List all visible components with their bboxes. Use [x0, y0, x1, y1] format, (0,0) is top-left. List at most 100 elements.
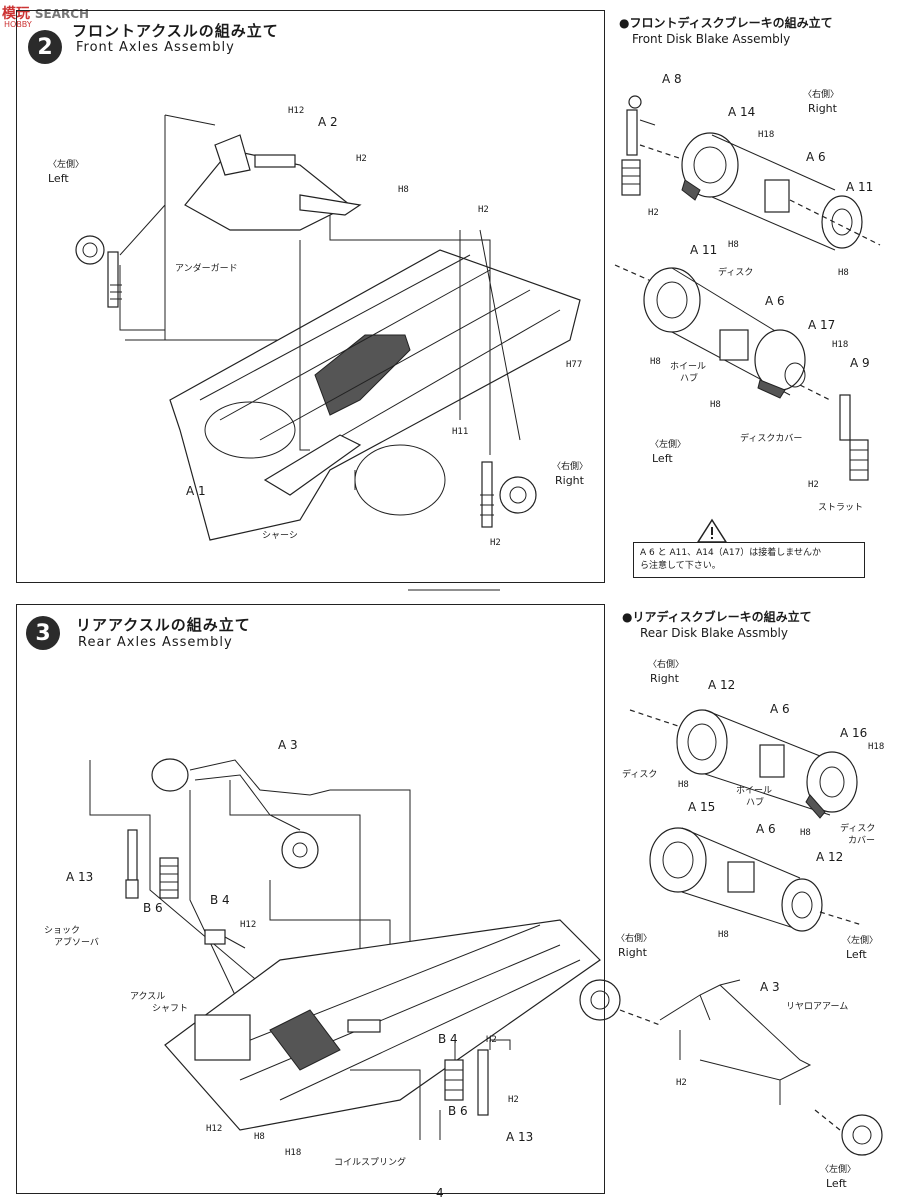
- step2-right-en: Right: [555, 474, 584, 487]
- fd-h2a: H2: [648, 208, 659, 218]
- rd-disc-cover-2: カバー: [848, 836, 876, 846]
- rear-axle-drawing: [89, 758, 601, 1140]
- s3-b6a: B 6: [143, 901, 163, 915]
- rd-h2: H2: [676, 1078, 687, 1088]
- s3-h12a: H12: [240, 920, 257, 930]
- rd-a15: A 15: [688, 800, 716, 814]
- rd-a12b: A 12: [816, 850, 844, 864]
- s3-axle-2: シャフト: [152, 1004, 189, 1014]
- s3-h18: H18: [285, 1148, 302, 1158]
- step2-badge: 2: [28, 30, 62, 64]
- step2-h77: H77: [566, 360, 583, 370]
- rear-disk-title-jp: ●リアディスクブレーキの組み立て: [622, 610, 812, 624]
- fd-wheel-hub-2: ハブ: [680, 374, 699, 384]
- s3-h2b: H2: [508, 1095, 519, 1105]
- step2-h2b: H2: [478, 205, 489, 215]
- s3-shock-1: ショック: [44, 926, 81, 936]
- rd-a16: A 16: [840, 726, 868, 740]
- fd-h8c: H8: [650, 357, 661, 367]
- step2-title-jp: フロントアクスルの組み立て: [72, 22, 279, 40]
- rd-left-en: Left: [846, 948, 867, 961]
- s3-h12b: H12: [206, 1124, 223, 1134]
- step3-title-jp: リアアクスルの組み立て: [76, 616, 251, 634]
- step2-right-jp: 〈右側〉: [552, 462, 589, 472]
- step2-title-en: Front Axles Assembly: [76, 40, 235, 55]
- fd-right-jp: 〈右側〉: [803, 90, 840, 100]
- fd-h8d: H8: [710, 400, 721, 410]
- front-disk-title-jp: ●フロントディスクブレーキの組み立て: [619, 16, 833, 30]
- step2-left-jp: 〈左側〉: [48, 160, 85, 170]
- rd-h8a: H8: [678, 780, 689, 790]
- step2-h2c: H2: [490, 538, 501, 548]
- fd-h18b: H18: [832, 340, 849, 350]
- rd-a6a: A 6: [770, 702, 790, 716]
- s3-shock-2: アブソーバ: [54, 938, 99, 948]
- step3-badge: 3: [26, 616, 60, 650]
- rd-left2-jp: 〈左側〉: [820, 1165, 857, 1175]
- step2-panel: [16, 10, 605, 583]
- step2-a2: A 2: [318, 115, 338, 129]
- step2-h11: H11: [452, 427, 469, 437]
- fd-warning-box: A 6 と A11、A14（A17）は接着しませんか ら注意して下さい。: [633, 542, 865, 578]
- rd-a3: A 3: [760, 980, 780, 994]
- step3-title-en: Rear Axles Assembly: [78, 635, 233, 650]
- fd-a11a: A 11: [846, 180, 874, 194]
- step2-left-en: Left: [48, 172, 69, 185]
- rd-h18: H18: [868, 742, 885, 752]
- front-disk-drawing: [614, 95, 881, 543]
- rd-rear-arm: リヤロアアーム: [786, 1002, 849, 1012]
- step2-under-guard: アンダーガード: [175, 264, 238, 274]
- rear-disk-title-en: Rear Disk Blake Assmbly: [640, 626, 788, 640]
- fd-h18a: H18: [758, 130, 775, 140]
- rd-right-jp: 〈右側〉: [648, 660, 685, 670]
- fd-a6a: A 6: [806, 150, 826, 164]
- fd-a11b: A 11: [690, 243, 718, 257]
- fd-a9: A 9: [850, 356, 870, 370]
- fd-left-jp: 〈左側〉: [650, 440, 687, 450]
- rd-wheel-hub-2: ハブ: [746, 798, 765, 808]
- rd-left-jp: 〈左側〉: [842, 936, 879, 946]
- step2-a1: A 1: [186, 484, 206, 498]
- rd-a12a: A 12: [708, 678, 736, 692]
- s3-a3: A 3: [278, 738, 298, 752]
- front-disk-title-en: Front Disk Blake Assembly: [632, 32, 791, 46]
- s3-b6b: B 6: [448, 1104, 468, 1118]
- rear-disk-drawing: [579, 709, 883, 1156]
- fd-a17: A 17: [808, 318, 836, 332]
- rd-h8c: H8: [718, 930, 729, 940]
- page-number: 4: [436, 1186, 444, 1200]
- rd-wheel-hub-1: ホイール: [736, 786, 773, 796]
- fd-wheel-hub-1: ホイール: [670, 362, 707, 372]
- fd-left-en: Left: [652, 452, 673, 465]
- rd-a6b: A 6: [756, 822, 776, 836]
- s3-axle-1: アクスル: [130, 992, 166, 1002]
- fd-disc-cover: ディスクカバー: [740, 434, 803, 444]
- s3-h2a: H2: [486, 1035, 497, 1045]
- fd-a8: A 8: [662, 72, 682, 86]
- s3-a13b: A 13: [506, 1130, 534, 1144]
- rd-right-en: Right: [650, 672, 679, 685]
- fd-a14: A 14: [728, 105, 756, 119]
- s3-h8: H8: [254, 1132, 265, 1142]
- rd-disc-cover-1: ディスク: [840, 824, 876, 834]
- rd-disc: ディスク: [622, 770, 658, 780]
- step2-h12: H12: [288, 106, 305, 116]
- fd-right-en: Right: [808, 102, 837, 115]
- rd-h8b: H8: [800, 828, 811, 838]
- fd-h8a: H8: [728, 240, 739, 250]
- rd-right2-jp: 〈右側〉: [616, 934, 653, 944]
- s3-b4a: B 4: [210, 893, 230, 907]
- step2-h8: H8: [398, 185, 409, 195]
- fd-warning-line1: A 6 と A11、A14（A17）は接着しませんか: [640, 548, 822, 558]
- s3-b4b: B 4: [438, 1032, 458, 1046]
- fd-h2b: H2: [808, 480, 819, 490]
- front-axle-drawing: [75, 114, 581, 541]
- step2-h2a: H2: [356, 154, 367, 164]
- step3-panel: [16, 604, 605, 1194]
- fd-strut: ストラット: [818, 503, 864, 513]
- fd-warning-line2: ら注意して下さい。: [640, 561, 721, 571]
- rd-right2-en: Right: [618, 946, 647, 959]
- s3-coil: コイルスプリング: [334, 1158, 407, 1168]
- watermark-sub: HOBBY: [4, 20, 32, 29]
